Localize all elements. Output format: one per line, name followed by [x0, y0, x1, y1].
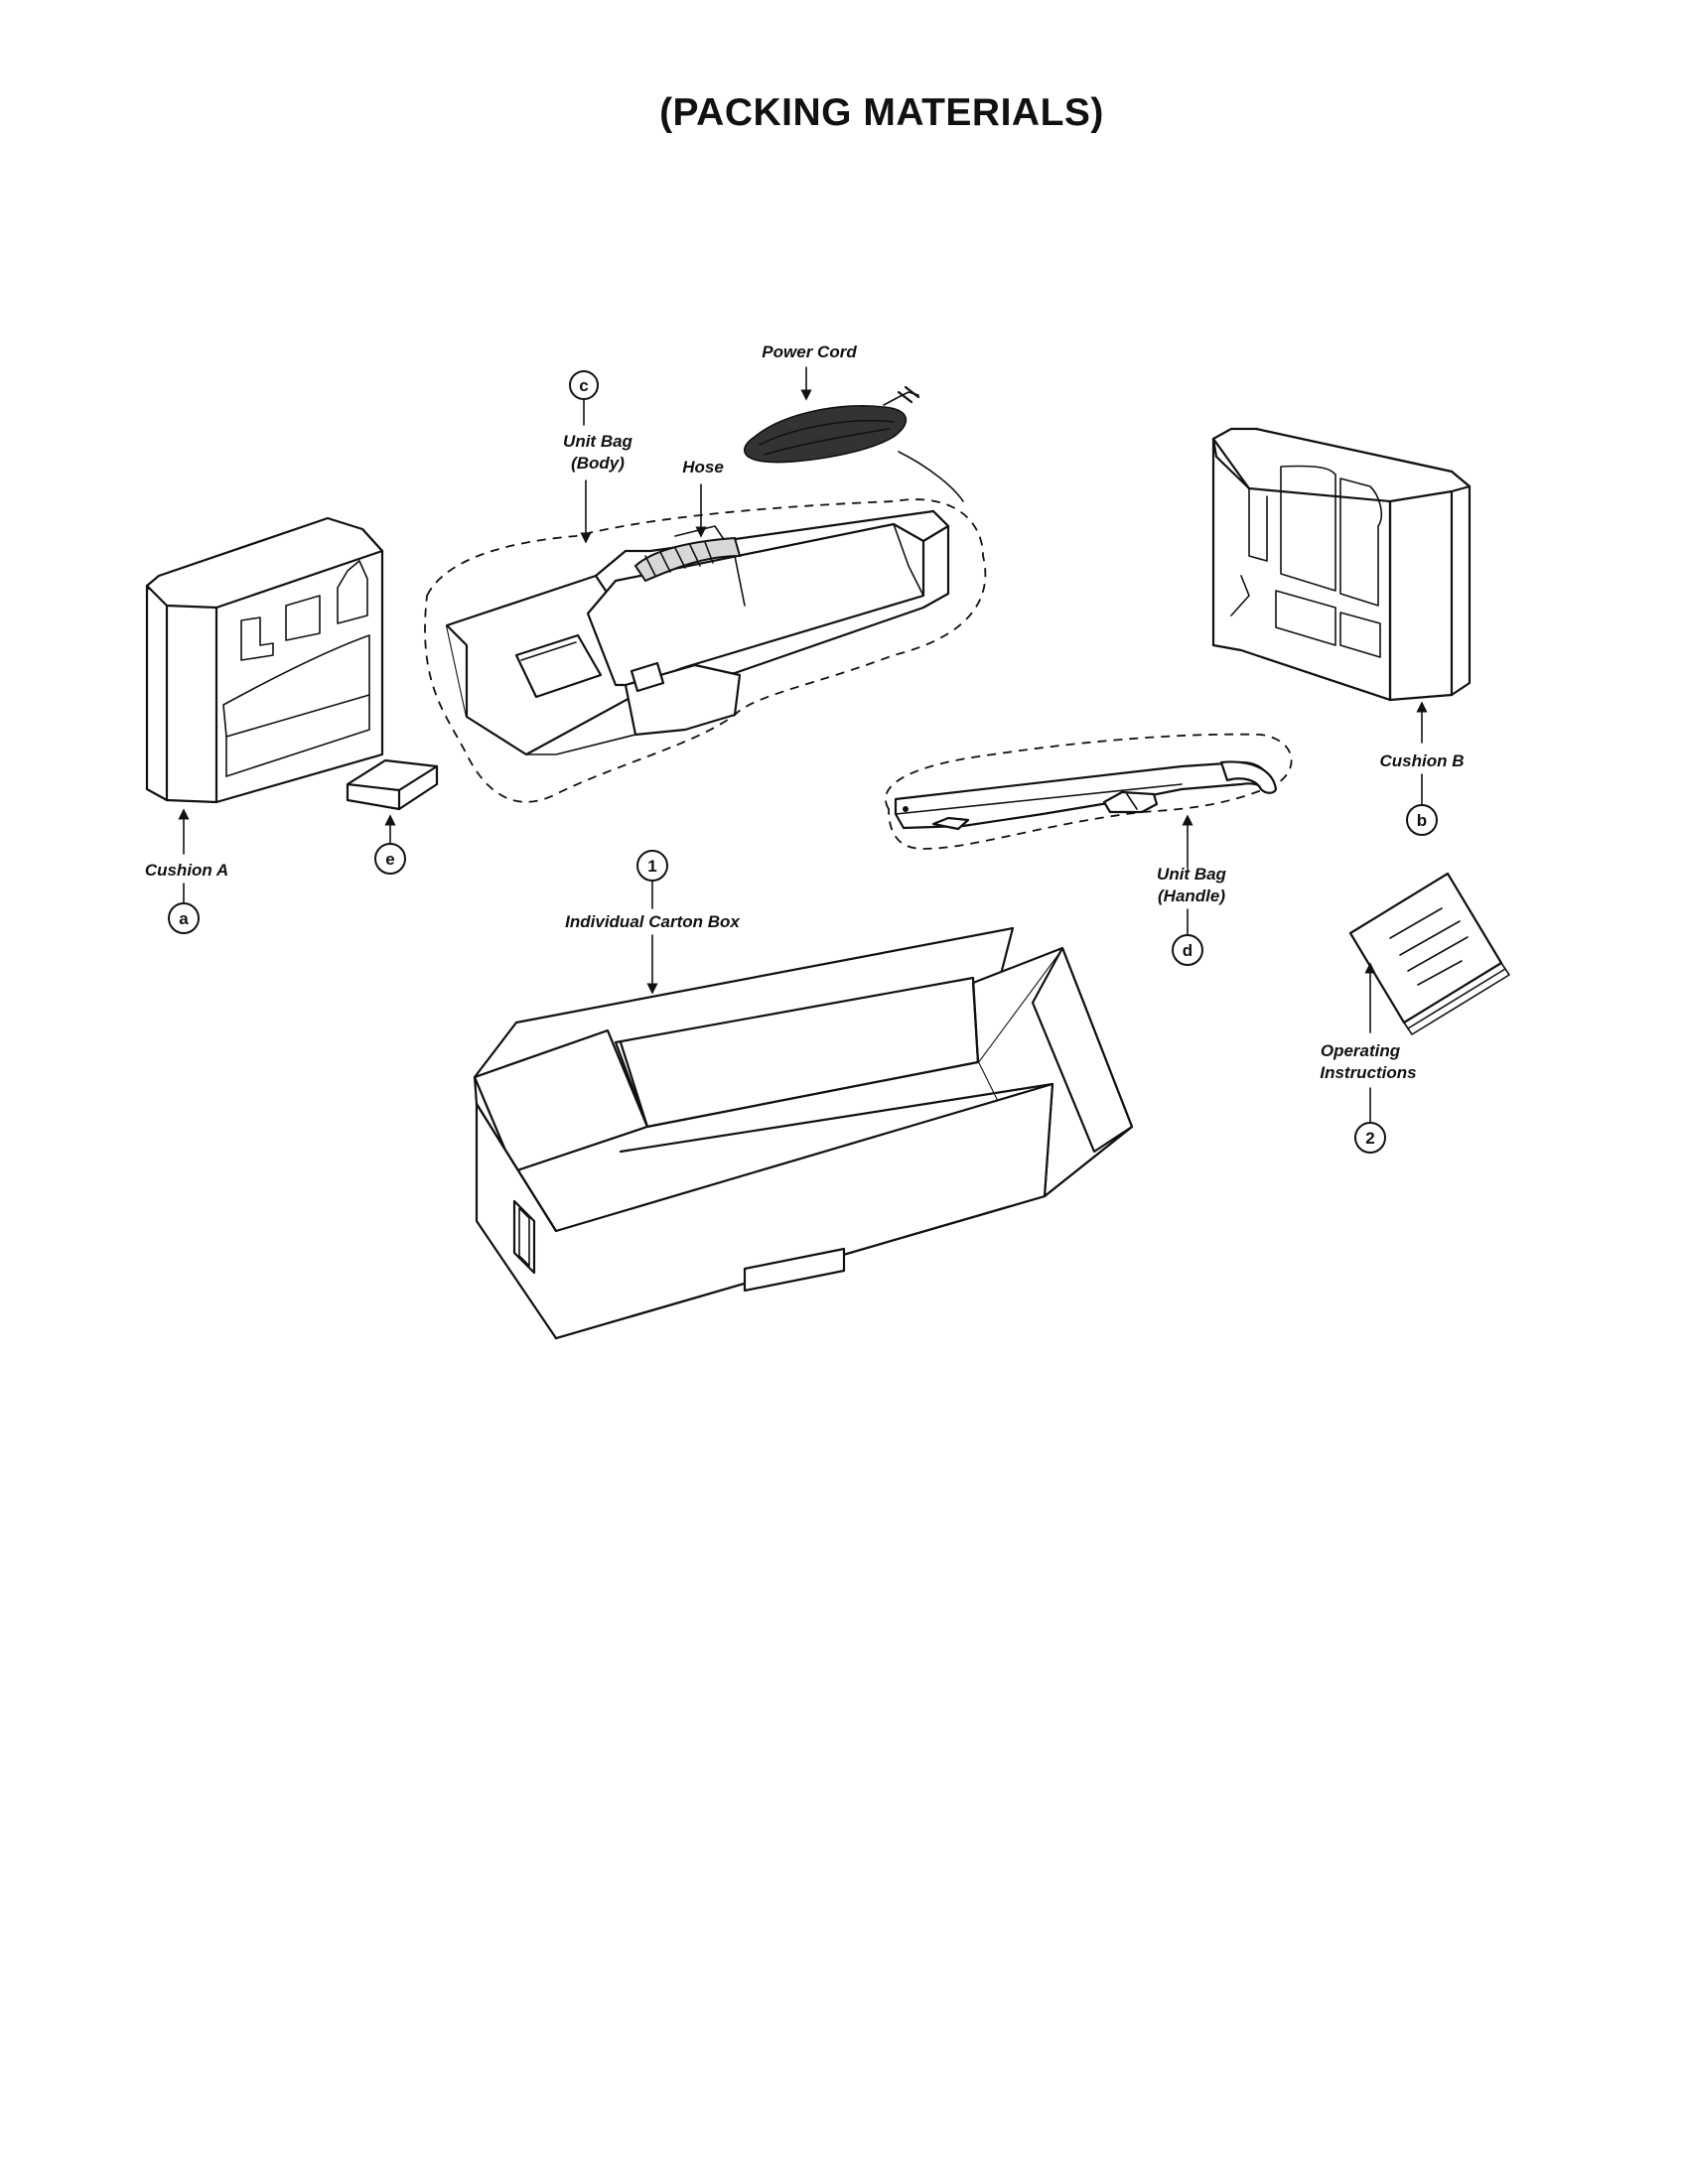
unit-bag-body-label-line2: (Body) — [571, 454, 625, 473]
callout-a-circle — [168, 902, 200, 934]
hose-label: Hose — [682, 458, 724, 477]
individual-carton-box-label: Individual Carton Box — [565, 912, 741, 931]
unit-bag-handle-label-line1: Unit Bag — [1157, 865, 1227, 884]
vacuum-body-illustration — [424, 498, 987, 803]
power-cord-label: Power Cord — [762, 342, 857, 361]
callout-b: b — [1417, 811, 1427, 830]
operating-instructions-illustration — [1348, 872, 1510, 1035]
unit-bag-handle-label-line2: (Handle) — [1158, 887, 1225, 905]
callout-b-circle — [1406, 804, 1438, 836]
operating-instructions-label-line2: Instructions — [1320, 1063, 1416, 1082]
callout-e: e — [385, 850, 394, 869]
callout-a: a — [179, 909, 189, 928]
cushion-a-label: Cushion A — [145, 861, 228, 880]
unit-bag-body-label-line1: Unit Bag — [563, 432, 633, 451]
callout-2-circle — [1354, 1122, 1386, 1154]
callout-e-circle — [374, 843, 406, 875]
callout-2: 2 — [1365, 1129, 1374, 1148]
callout-c: c — [579, 376, 588, 395]
cushion-b-label: Cushion B — [1380, 751, 1465, 770]
callout-d-circle — [1172, 934, 1203, 966]
callout-d: d — [1183, 941, 1193, 960]
cushion-a-illustration — [145, 516, 384, 804]
block-e-illustration — [346, 758, 439, 811]
page-title: (PACKING MATERIALS) — [659, 91, 1104, 134]
power-cord-illustration — [744, 385, 964, 502]
cushion-b-illustration — [1211, 427, 1472, 702]
handle-illustration — [885, 733, 1293, 850]
callout-1: 1 — [647, 857, 656, 876]
carton-box-illustration — [473, 926, 1134, 1340]
operating-instructions-label-line1: Operating — [1321, 1041, 1401, 1060]
